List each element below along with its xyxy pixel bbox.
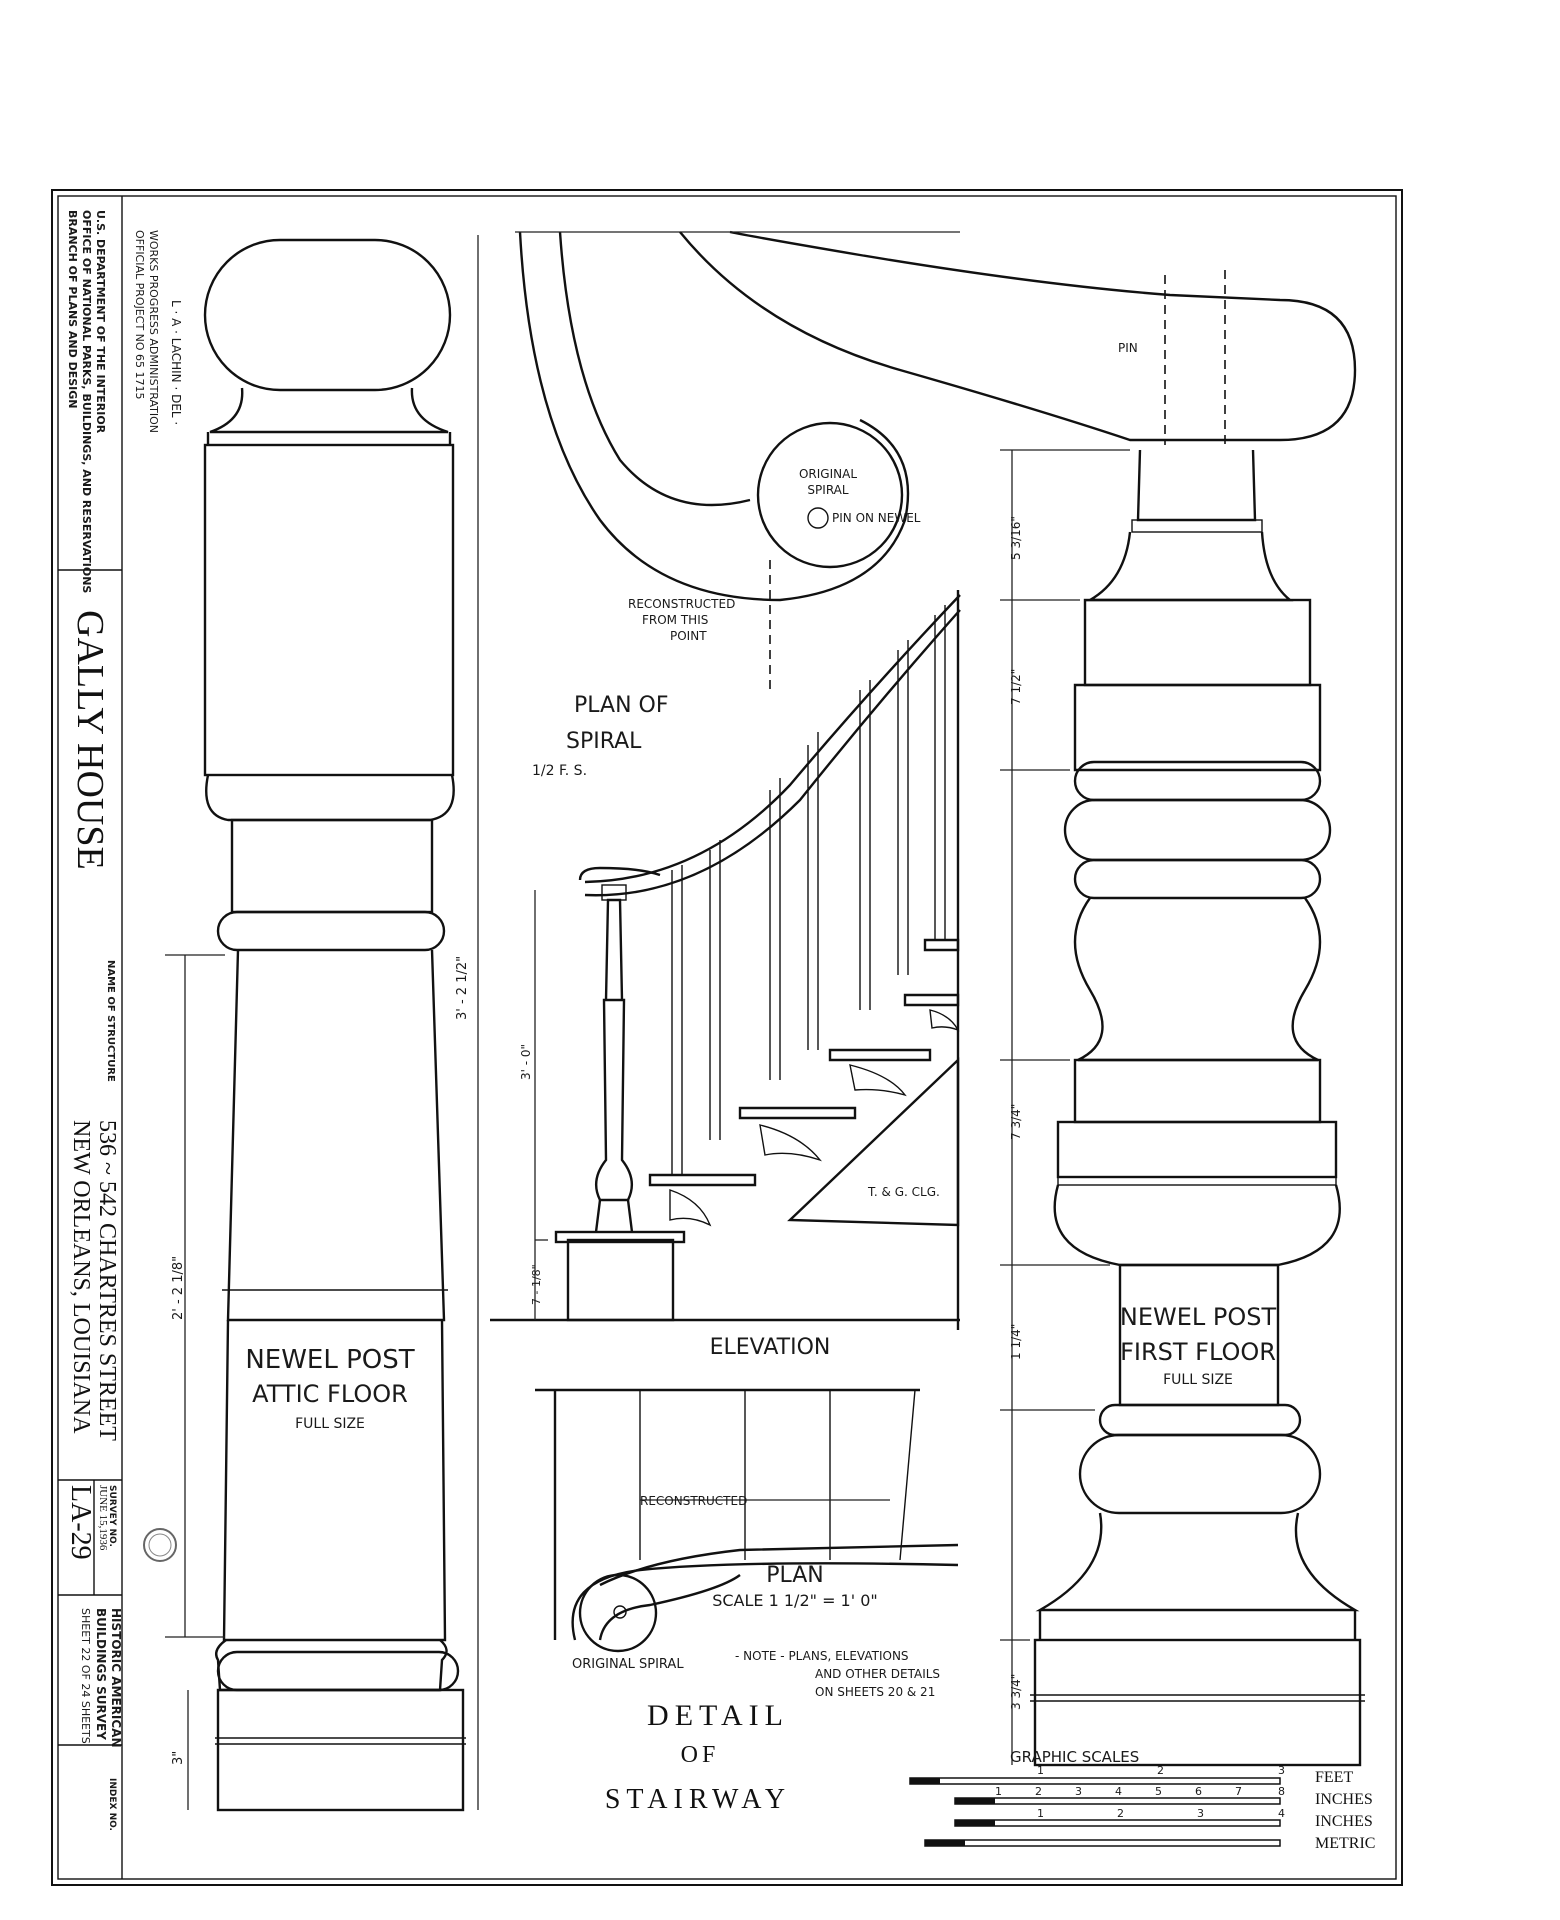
archive-stamp: [143, 1528, 177, 1562]
note-line-1: - NOTE - PLANS, ELEVATIONS: [735, 1649, 909, 1663]
scale-unit-inches-2: INCHES: [1315, 1813, 1373, 1830]
plan-original-spiral: ORIGINAL SPIRAL: [572, 1657, 684, 1672]
pin-label: PIN: [1118, 341, 1138, 355]
attic-post-title: NEWEL POST: [245, 1345, 414, 1375]
scale-r1-t2: 2: [1157, 1764, 1164, 1777]
scale-r3-t4: 4: [1278, 1807, 1285, 1820]
survey-name-line-2: BUILDINGS SURVEY: [94, 1608, 108, 1740]
elevation-dim-height: 3' - 0": [519, 1044, 533, 1080]
scale-r1-t3: 3: [1278, 1764, 1285, 1777]
detail-title-1: DETAIL: [647, 1699, 789, 1732]
survey-name-line-1: HISTORIC AMERICAN: [109, 1608, 123, 1748]
first-dim-2: 7 1/2": [1009, 669, 1023, 705]
scale-r3-t3: 3: [1197, 1807, 1204, 1820]
spiral-note-pin: PIN ON NEWEL: [832, 511, 921, 525]
name-of-structure-label: NAME OF STRUCTURE: [105, 960, 116, 1082]
elevation-dim-base: 7 - 1/8": [530, 1264, 543, 1305]
program-line-1: WORKS PROGRESS ADMINISTRATION: [147, 230, 160, 433]
spiral-plan-drawing: [515, 230, 1357, 690]
ceiling-note: T. & G. CLG.: [867, 1185, 940, 1199]
first-dim-3: 7 3/4": [1009, 1104, 1023, 1140]
program-line-2: OFFICIAL PROJECT NO 65 1715: [133, 230, 146, 400]
spiral-plan-scale: 1/2 F. S.: [532, 763, 587, 779]
building-name: GALLY HOUSE: [69, 610, 111, 870]
scale-r2-t1: 1: [995, 1785, 1002, 1798]
first-post-subtitle: FIRST FLOOR: [1120, 1338, 1276, 1366]
scale-r2-t5: 5: [1155, 1785, 1162, 1798]
agency-line-1: U.S. DEPARTMENT OF THE INTERIOR: [94, 210, 107, 434]
scale-r2-t4: 4: [1115, 1785, 1122, 1798]
scale-unit-feet: FEET: [1315, 1769, 1353, 1786]
detail-title-3: STAIRWAY: [605, 1784, 791, 1815]
agency-line-2: OFFICE OF NATIONAL PARKS, BUILDINGS, AND…: [80, 210, 93, 593]
scale-r1-t1: 1: [1037, 1764, 1044, 1777]
attic-dim-total: 3' - 2 1/2": [455, 956, 470, 1020]
balusters: [671, 605, 946, 1175]
spiral-plan-title-2: SPIRAL: [566, 729, 642, 754]
sheet-border-outer: [51, 189, 1403, 1886]
scale-r2-t8: 8: [1278, 1785, 1285, 1798]
detail-title-2: OF: [681, 1742, 720, 1768]
index-no-label: INDEX NO.: [107, 1778, 117, 1831]
spiral-note-original-1: ORIGINAL: [799, 467, 857, 481]
stair-elevation-drawing: [490, 590, 961, 1330]
first-dim-4: 1 1/4": [1009, 1324, 1023, 1360]
first-post-scale: FULL SIZE: [1163, 1372, 1233, 1388]
attic-post-subtitle: ATTIC FLOOR: [252, 1380, 408, 1408]
reconstructed-note-2: FROM THIS: [642, 613, 708, 627]
reconstructed-note-1: RECONSTRUCTED: [628, 597, 735, 611]
scale-r2-t6: 6: [1195, 1785, 1202, 1798]
scale-r2-t3: 3: [1075, 1785, 1082, 1798]
plan-reconstructed-note: RECONSTRUCTED: [640, 1494, 747, 1508]
spiral-note-original-2: SPIRAL: [807, 483, 848, 497]
survey-date: JUNE 15,1936: [97, 1485, 109, 1551]
scale-unit-inches-1: INCHES: [1315, 1791, 1373, 1808]
sheet-border-inner: [57, 195, 1397, 1880]
stair-plan-scale: SCALE 1 1/2" = 1' 0": [712, 1591, 878, 1610]
note-line-3: ON SHEETS 20 & 21: [815, 1685, 935, 1699]
spiral-plan-title-1: PLAN OF: [574, 693, 669, 718]
graphic-scale-bars: [909, 1777, 1281, 1847]
delineator: L · A · LACHIN · DEL ·: [169, 300, 183, 425]
address: 536 ~ 542 CHARTRES STREET: [94, 1120, 120, 1441]
attic-dim-base: 3": [171, 1751, 186, 1765]
title-block-agency: U.S. DEPARTMENT OF THE INTERIOR OFFICE O…: [66, 210, 107, 593]
first-dim-1: 5 3/16": [1009, 516, 1023, 560]
first-post-title: NEWEL POST: [1120, 1303, 1277, 1331]
agency-line-3: BRANCH OF PLANS AND DESIGN: [66, 210, 79, 409]
survey-no: LA-29: [65, 1485, 96, 1560]
city: NEW ORLEANS, LOUISIANA: [68, 1120, 94, 1434]
attic-newel-post: [203, 238, 466, 1812]
scale-r2-t7: 7: [1235, 1785, 1242, 1798]
scale-unit-metric: METRIC: [1315, 1835, 1375, 1852]
reconstructed-note-3: POINT: [670, 629, 707, 643]
sheet-count: SHEET 22 OF 24 SHEETS: [79, 1608, 92, 1744]
survey-no-label: SURVEY NO.: [107, 1485, 117, 1547]
stair-plan-title: PLAN: [766, 1563, 824, 1588]
first-dim-5: 3 3/4": [1009, 1674, 1023, 1710]
elevation-title: ELEVATION: [710, 1335, 831, 1360]
scale-r3-t1: 1: [1037, 1807, 1044, 1820]
scale-r2-t2: 2: [1035, 1785, 1042, 1798]
first-floor-newel-post: [1030, 449, 1365, 1767]
graphic-scales-title: GRAPHIC SCALES: [1010, 1748, 1139, 1766]
attic-dim-shaft: 2' - 2 1/8": [171, 1256, 186, 1320]
attic-post-scale: FULL SIZE: [295, 1416, 365, 1432]
scale-r3-t2: 2: [1117, 1807, 1124, 1820]
note-line-2: AND OTHER DETAILS: [815, 1667, 940, 1681]
title-block-program: WORKS PROGRESS ADMINISTRATION OFFICIAL P…: [133, 230, 160, 433]
stair-plan-drawing: [535, 1388, 959, 1653]
